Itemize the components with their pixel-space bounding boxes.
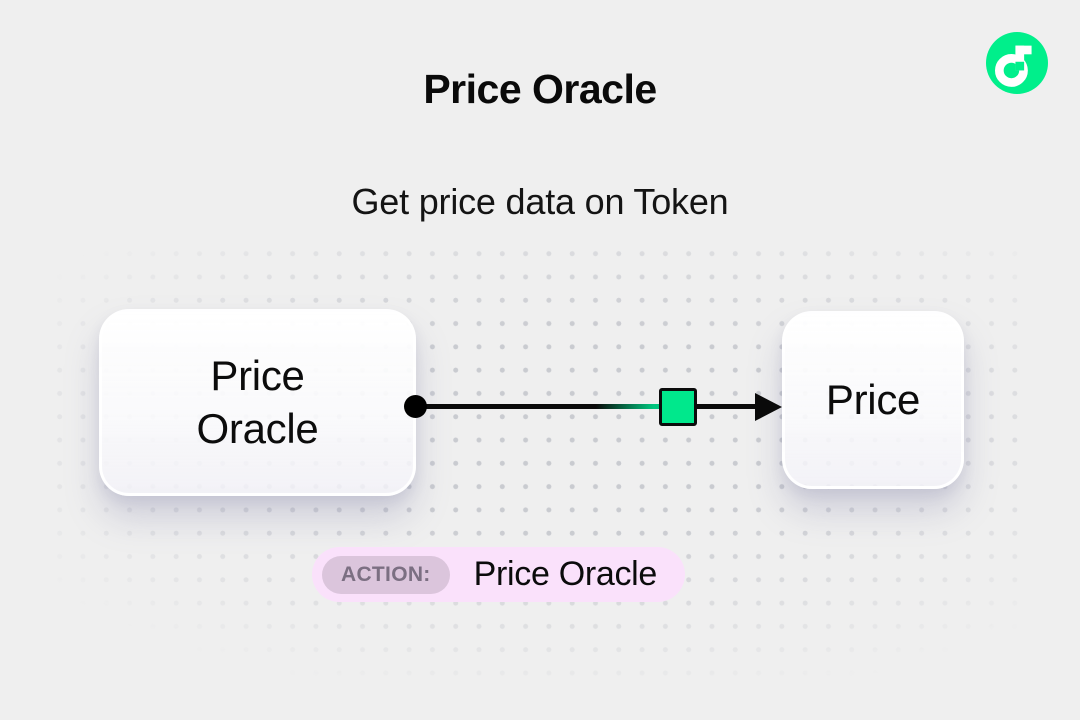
target-node-label: Price xyxy=(825,375,921,423)
action-badge-label: ACTION: xyxy=(322,555,450,594)
source-node-label: Price Oracle xyxy=(196,351,319,452)
action-badge-value: Price Oracle xyxy=(473,555,658,593)
green-square-marker-icon xyxy=(659,388,697,426)
connector-green-segment xyxy=(596,404,660,409)
arrowhead-icon xyxy=(755,393,782,421)
action-badge: ACTION: Price Oracle xyxy=(312,547,686,602)
connector-line xyxy=(415,404,762,409)
flow-logo-icon xyxy=(986,32,1048,94)
page-title: Price Oracle xyxy=(423,66,657,112)
target-node-price: Price xyxy=(782,311,964,489)
page-subtitle: Get price data on Token xyxy=(351,181,729,222)
connector-start-dot-icon xyxy=(404,395,427,418)
source-node-price-oracle: Price Oracle xyxy=(99,309,416,496)
